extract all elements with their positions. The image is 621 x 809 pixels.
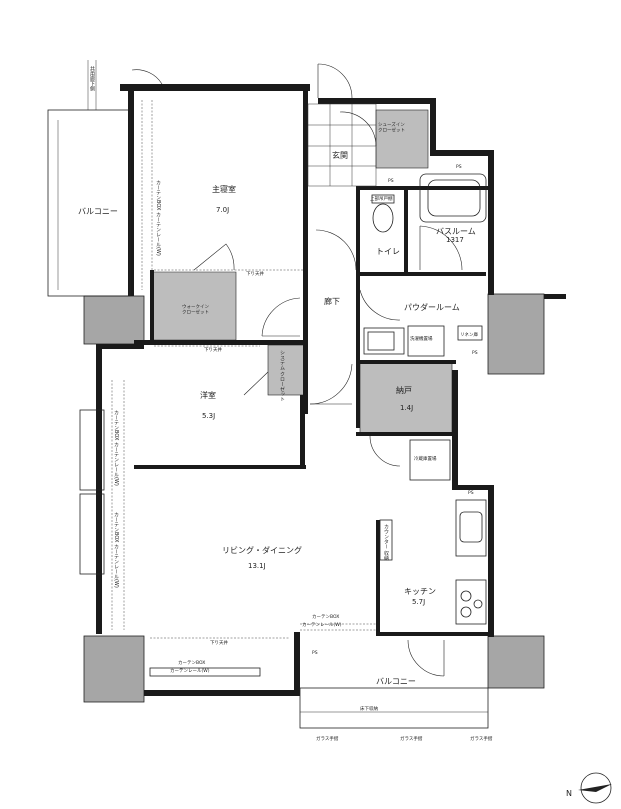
storage-name: 納戸	[396, 385, 412, 395]
floor-box-label: 床下収納	[360, 705, 378, 712]
shoes-closet-area	[375, 109, 429, 169]
walk-in-closet-name: ウォークインクローゼット	[182, 303, 209, 315]
bathroom-size: 1317	[446, 236, 464, 244]
washer-label: 洗濯機置場	[410, 335, 433, 342]
storage-size: 1.4J	[400, 404, 413, 412]
living-dining-size: 13.1J	[248, 562, 266, 570]
ps-label-balcony: PS	[312, 650, 318, 656]
downlight-label-master: 下り天井	[246, 270, 264, 277]
curtain-rail-label-living: カーテンレール(W)	[170, 668, 210, 674]
curtain-box-label-master: カーテンBOX カーテンレール(W)	[155, 180, 161, 256]
downlight-label-living: 下り天井	[210, 639, 228, 646]
curtain-box-label-south: カーテンBOX	[312, 614, 339, 620]
outer-walls	[96, 84, 566, 696]
toilet-name: トイレ	[376, 247, 400, 256]
kitchen-size: 5.7J	[412, 598, 425, 606]
compass-north-label: N	[566, 789, 572, 798]
pillar-east-mid	[487, 293, 545, 375]
powder-room-name: パウダールーム	[404, 302, 460, 312]
glass-handrail-3: ガラス手摺	[470, 735, 493, 742]
western-room-size: 5.3J	[202, 412, 215, 420]
balcony-south-name: バルコニー	[376, 677, 416, 686]
master-bedroom-name: 主寝室	[212, 184, 236, 194]
pillar-southwest	[83, 635, 145, 703]
ps-label-powder: PS	[472, 350, 478, 356]
kitchen-name: キッチン	[404, 587, 436, 596]
counter-label: カウンター 収納	[383, 524, 389, 562]
glass-handrail-1: ガラス手摺	[316, 735, 339, 742]
system-closet-name: システム クローゼット	[279, 350, 285, 402]
curtain-box-label-western: カーテンBOX カーテンレール(W)	[113, 410, 119, 486]
ps-label-kitchen: PS	[468, 490, 474, 496]
balcony-west-name: バルコニー	[78, 207, 118, 216]
downlight-label-western: 下り天井	[204, 346, 222, 353]
storage-area	[359, 362, 453, 434]
master-bedroom-size: 7.0J	[216, 206, 229, 214]
ps-label-toilet: PS	[388, 178, 394, 184]
linen-label: リネン庫	[460, 331, 478, 338]
bathroom-name: バスルーム	[436, 227, 476, 236]
western-room-name: 洋室	[200, 390, 216, 400]
upper-cabinet-label: 上部吊戸棚	[370, 195, 393, 202]
pillar-west	[83, 295, 145, 345]
fridge-label: 冷蔵庫置場	[414, 455, 437, 462]
hallway-name: 廊下	[324, 296, 340, 306]
ps-label-bath: PS	[456, 164, 462, 170]
curtain-rail-label-south: カーテンレール(W)	[302, 622, 342, 628]
living-dining-name: リビング・ダイニング	[222, 545, 302, 555]
curtain-box-label-living: カーテンBOX	[178, 660, 205, 666]
fixtures	[47, 60, 489, 729]
curtain-box-label-living-west: カーテンBOX カーテンレール(W)	[113, 512, 119, 588]
pillar-southeast	[487, 635, 545, 689]
entrance-name: 玄関	[332, 150, 348, 160]
doors	[131, 63, 445, 677]
compass: N	[566, 772, 612, 804]
common-corridor-label: 共用廊下側	[89, 65, 95, 91]
glass-handrail-2: ガラス手摺	[400, 735, 423, 742]
system-closet-area	[267, 344, 305, 396]
interior-walls	[134, 84, 490, 636]
shoes-closet-name: シューズインクローゼット	[378, 121, 405, 133]
